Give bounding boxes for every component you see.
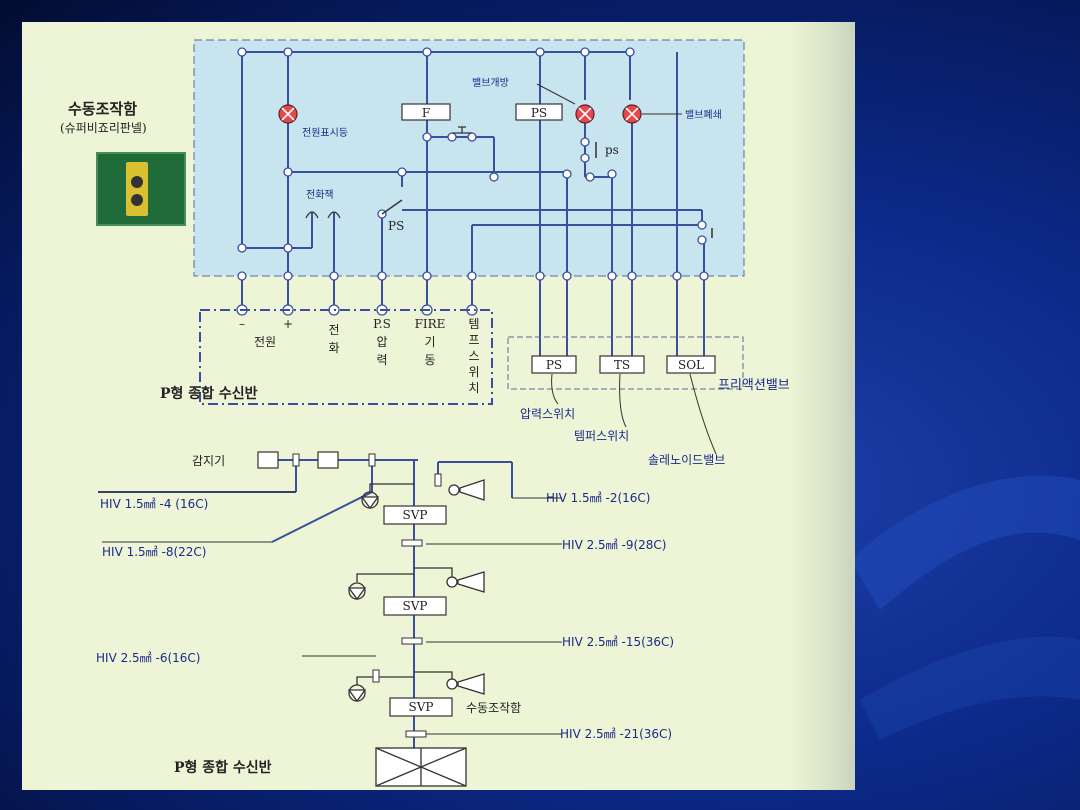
lamp-icon-valve-open	[575, 104, 595, 124]
solenoid-valve-desc: 솔레노이드밸브	[648, 453, 725, 467]
ps-switch-label: PS	[388, 219, 404, 233]
ps-contact-label: ps	[605, 143, 619, 157]
detector-2	[317, 451, 339, 469]
receiver-bottom-label: P형 종합 수신반	[174, 759, 272, 776]
panel-subtitle: (슈퍼비죠리판넬)	[60, 121, 147, 135]
terminal-phone-char-1: 전	[328, 323, 339, 337]
top-bus	[241, 51, 705, 370]
preaction-valve-area	[507, 336, 744, 390]
device-sol	[666, 355, 716, 374]
svp-label-1: SVP	[403, 508, 428, 522]
svp-box-1	[383, 505, 447, 525]
phone-jack-icon	[305, 211, 341, 219]
preaction-valve-label: 프리액션밸브	[718, 378, 790, 393]
svp-label-3: SVP	[409, 700, 434, 714]
lamp-icon-valve-close	[622, 104, 642, 124]
bell-icon-2	[347, 573, 414, 601]
wire6-label: HIV 2.5㎟ -6(16C)	[96, 651, 200, 665]
terminal-minus: –	[239, 317, 245, 331]
wire1-label: HIV 1.5㎟ -4 (16C)	[100, 497, 208, 511]
phone-jack-label: 전화잭	[306, 189, 334, 201]
terminal-plus: +	[283, 317, 293, 331]
receiver-panel-icon	[375, 747, 467, 787]
wire2-label: HIV 1.5㎟ -8(22C)	[102, 545, 206, 559]
device-ps	[531, 355, 577, 374]
valve-open-label: 밸브개방	[472, 77, 509, 89]
push-switch-icon	[452, 126, 472, 134]
device-pointers	[551, 373, 717, 455]
manual-box-label: 수동조작함	[466, 701, 521, 715]
panel-button-icon	[131, 176, 143, 188]
horn-icon-1	[448, 479, 485, 501]
device-ts-label: TS	[614, 358, 630, 372]
diagram-scan: F PS 밸브개방 밸브폐쇄 전원표시등 전화잭 PS ps 수동조작함 (슈퍼…	[22, 22, 855, 790]
terminal-fire-label: FIRE	[415, 317, 446, 331]
tamper-switch-desc: 템퍼스위치	[574, 429, 629, 443]
junction-4	[401, 539, 423, 547]
terminal-power-label: 전원	[254, 335, 276, 349]
wire3-label: HIV 1.5㎟ -2(16C)	[546, 491, 650, 505]
control-panel-area	[193, 39, 745, 277]
lamp-icon-power	[278, 104, 298, 124]
valve-close-label: 밸브폐쇄	[685, 109, 722, 121]
detector-1	[257, 451, 279, 469]
terminal-tamper-label: 템 프 스 위 치	[468, 317, 479, 395]
svp-box-2	[383, 596, 447, 616]
panel-face	[126, 162, 148, 216]
terminal-ps-char-2: 력	[376, 353, 387, 367]
panel-lamp-icon	[131, 194, 143, 206]
device-ps-label: PS	[546, 358, 562, 372]
junction-2	[368, 453, 376, 467]
receiver-top-label: P형 종합 수신반	[160, 385, 258, 402]
terminal-phone-char-2: 화	[328, 341, 339, 355]
junction-1	[292, 453, 300, 467]
horn-icon-2	[414, 567, 485, 593]
terminal-ps-label: P.S	[373, 317, 391, 331]
pressure-box-label: PS	[531, 106, 547, 120]
panel-title: 수동조작함	[68, 100, 137, 118]
tamper-char-4: 위	[468, 365, 479, 379]
terminal-ps-char-1: 압	[376, 335, 387, 349]
manual-panel-photo	[96, 152, 186, 226]
junction-6	[372, 669, 380, 683]
tamper-char-3: 스	[468, 349, 479, 363]
wiring-diagram: F PS 밸브개방 밸브폐쇄 전원표시등 전화잭 PS ps 수동조작함 (슈퍼…	[60, 39, 790, 787]
receiver-top-box	[199, 309, 493, 405]
wire7-label: HIV 2.5㎟ -21(36C)	[560, 727, 672, 741]
detector-label: 감지기	[192, 454, 225, 468]
bell-icon-3	[347, 676, 414, 703]
pressure-box	[515, 103, 563, 121]
fire-start-box-label: F	[422, 106, 430, 120]
tamper-char-2: 프	[468, 333, 479, 347]
junction-5	[401, 637, 423, 645]
device-ts	[599, 355, 645, 374]
pressure-switch-desc: 압력스위치	[520, 407, 575, 421]
wire4-label: HIV 2.5㎟ -9(28C)	[562, 538, 666, 552]
valve-open-pointer	[536, 83, 576, 105]
power-lamp-label: 전원표시등	[302, 127, 348, 139]
svp-label-2: SVP	[403, 599, 428, 613]
svp-box-3	[389, 697, 453, 717]
wire5-label: HIV 2.5㎟ -15(36C)	[562, 635, 674, 649]
junction-7	[405, 730, 427, 738]
fire-start-box	[401, 103, 451, 121]
horn-icon-3	[414, 671, 485, 695]
tamper-char-5: 치	[468, 381, 479, 395]
device-sol-label: SOL	[678, 358, 704, 372]
tamper-char-1: 템	[468, 317, 479, 331]
junction-3	[434, 473, 442, 487]
terminal-fire-char-1: 기	[424, 335, 435, 349]
bell-icon-1	[360, 483, 414, 510]
terminal-fire-char-2: 동	[424, 353, 435, 367]
ps-switch-lever-icon	[381, 199, 403, 215]
